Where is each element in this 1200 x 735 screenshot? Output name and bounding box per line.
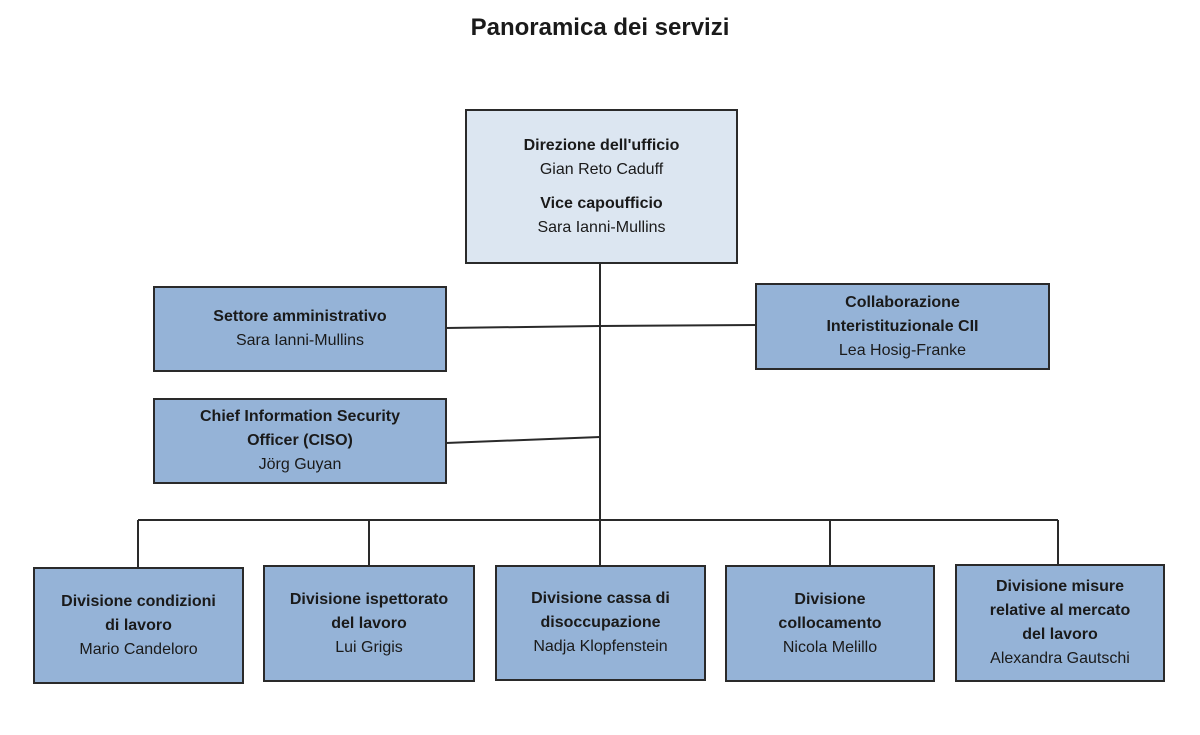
ciso-role-line1: Chief Information Security xyxy=(199,408,401,425)
division-4-role-line1: Divisione xyxy=(794,590,866,608)
division-2-role-line1: Divisione ispettorato xyxy=(289,590,449,608)
division-5-person: Alexandra Gautschi xyxy=(990,650,1130,667)
deputy-role: Vice capoufficio xyxy=(540,194,663,212)
division-1-role-line1: Divisione condizioni xyxy=(61,592,216,610)
division-5-role-line3: del lavoro xyxy=(1022,626,1098,643)
ciso-connector xyxy=(445,436,601,444)
collaboration-person: Lea Hosig-Franke xyxy=(838,341,967,359)
division-box-2: Divisione ispettorato del lavoro Lui Gri… xyxy=(263,565,475,682)
collaboration-box: Collaborazione Interistituzionale CII Le… xyxy=(755,283,1050,370)
collaboration-connector xyxy=(599,324,757,327)
division-3-role-line2: disoccupazione xyxy=(540,614,661,631)
ciso-box: Chief Information Security Officer (CISO… xyxy=(153,398,447,484)
ciso-person: Jörg Guyan xyxy=(258,456,342,473)
division-box-3: Divisione cassa di disoccupazione Nadja … xyxy=(495,565,706,681)
deputy-person: Sara Ianni-Mullins xyxy=(537,218,666,236)
direction-role: Direzione dell'ufficio xyxy=(523,136,680,154)
division-3-person: Nadja Klopfenstein xyxy=(533,638,668,655)
administrative-role: Settore amministrativo xyxy=(213,308,387,325)
division-5-role-line1: Divisione misure xyxy=(995,578,1125,595)
division-3-role-line1: Divisione cassa di xyxy=(531,590,670,607)
division-4-role-line2: collocamento xyxy=(778,614,882,632)
administrative-person: Sara Ianni-Mullins xyxy=(235,332,365,349)
collaboration-role-line1: Collaborazione xyxy=(845,293,960,311)
division-box-5: Divisione misure relative al mercato del… xyxy=(955,564,1165,682)
division-4-person: Nicola Melillo xyxy=(782,638,878,656)
administrative-connector xyxy=(445,325,601,329)
division-5-role-line2: relative al mercato xyxy=(989,602,1131,619)
ciso-role-line2: Officer (CISO) xyxy=(247,432,353,449)
division-2-role-line2: del lavoro xyxy=(331,614,407,632)
direction-box: Direzione dell'ufficio Gian Reto Caduff … xyxy=(465,109,738,264)
division-2-person: Lui Grigis xyxy=(335,638,403,656)
division-1-person: Mario Candeloro xyxy=(79,640,198,658)
page-title: Panoramica dei servizi xyxy=(470,14,730,41)
division-box-1: Divisione condizioni di lavoro Mario Can… xyxy=(33,567,244,684)
direction-person: Gian Reto Caduff xyxy=(539,160,664,178)
division-1-role-line2: di lavoro xyxy=(105,616,172,634)
collaboration-role-line2: Interistituzionale CII xyxy=(826,317,979,335)
administrative-box: Settore amministrativo Sara Ianni-Mullin… xyxy=(153,286,447,372)
division-box-4: Divisione collocamento Nicola Melillo xyxy=(725,565,935,682)
